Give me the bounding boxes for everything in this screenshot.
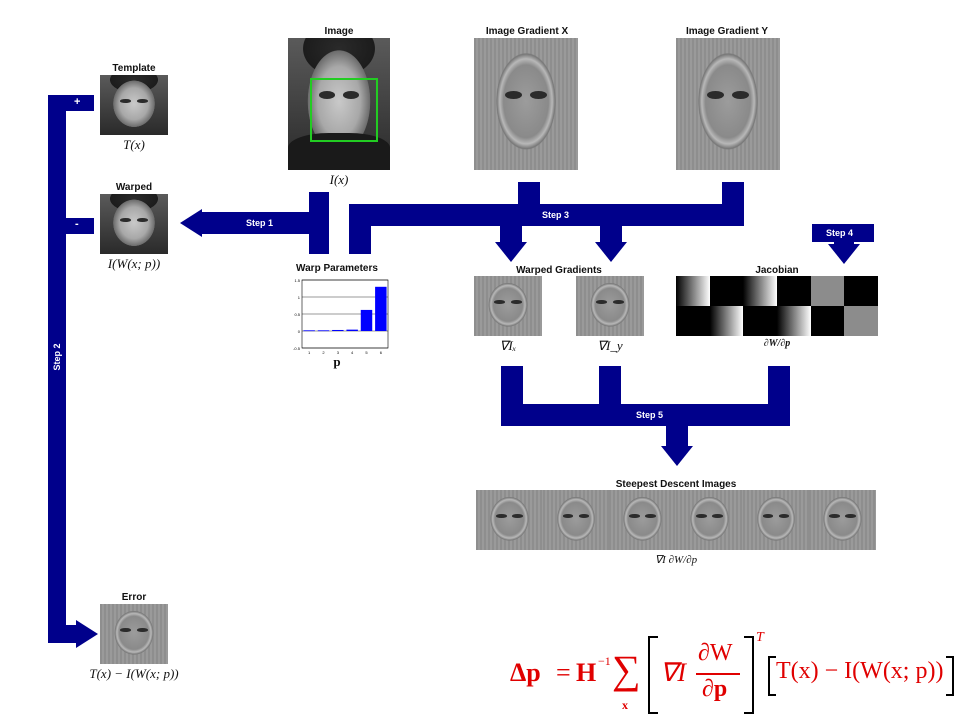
jacobian-image bbox=[676, 276, 878, 336]
error-image bbox=[100, 604, 168, 664]
template-image bbox=[100, 75, 168, 135]
step1-label: Step 1 bbox=[246, 218, 274, 228]
template-title: Template bbox=[112, 63, 156, 74]
chart-ytick-label: 0 bbox=[298, 329, 301, 334]
formula-grad: ∇I bbox=[660, 658, 687, 687]
warped-label: I(W(x; p)) bbox=[107, 256, 161, 271]
step2-bottom-bar bbox=[48, 625, 78, 643]
warped-gradient-y-image bbox=[576, 276, 644, 336]
steepest-image bbox=[609, 490, 677, 550]
chart-bar bbox=[332, 329, 344, 331]
step3-horizontal-bar bbox=[349, 204, 744, 226]
template-label: T(x) bbox=[123, 137, 145, 152]
formula-bracket-open bbox=[648, 636, 658, 714]
formula-dp: ∂p bbox=[702, 676, 728, 702]
warped-gradient-x-image bbox=[474, 276, 542, 336]
gradient-x-image bbox=[474, 38, 578, 170]
step1-arrow-head bbox=[180, 209, 202, 237]
formula-eq: = bbox=[556, 658, 571, 687]
chart-xtick-label: 4 bbox=[351, 350, 354, 355]
warp-params-title: Warp Parameters bbox=[296, 263, 378, 274]
chart-xtick-label: 3 bbox=[337, 350, 340, 355]
chart-bar bbox=[360, 309, 373, 331]
warped-gradients-title: Warped Gradients bbox=[516, 265, 602, 276]
formula-bracket-close bbox=[744, 636, 754, 714]
formula-sum: ∑ bbox=[612, 647, 641, 692]
image-label: I(x) bbox=[329, 172, 349, 187]
step3-grady-up-bar bbox=[722, 182, 744, 206]
suit-shape bbox=[288, 133, 390, 170]
gradient-y-title: Image Gradient Y bbox=[685, 26, 769, 37]
formula-bracket2-open bbox=[768, 656, 776, 696]
minus-sign: - bbox=[75, 218, 79, 230]
step5-stem bbox=[666, 424, 688, 446]
chart-bar bbox=[317, 330, 330, 332]
warp-params-label: p bbox=[333, 354, 341, 369]
step3-drop-right bbox=[600, 224, 622, 246]
error-title: Error bbox=[121, 592, 147, 603]
steepest-images bbox=[476, 490, 877, 550]
steepest-label: ∇I ∂W/∂p bbox=[654, 554, 698, 566]
chart-bar bbox=[346, 329, 358, 331]
step5-label: Step 5 bbox=[636, 410, 664, 420]
step2-label: Step 2 bbox=[52, 343, 62, 371]
formula-lhs: Δp bbox=[510, 658, 541, 687]
step3-label: Step 3 bbox=[542, 210, 570, 220]
steepest-title: Steepest Descent Images bbox=[615, 479, 737, 490]
step5-horizontal-bar bbox=[501, 404, 790, 426]
step3-arrow-left bbox=[495, 242, 527, 262]
step5-arrow bbox=[661, 446, 693, 466]
step2-top-bar bbox=[48, 95, 94, 111]
steepest-image bbox=[742, 490, 810, 550]
steepest-image bbox=[676, 490, 743, 550]
formula-hinv: H bbox=[576, 658, 597, 687]
chart-bar bbox=[375, 286, 387, 331]
gradient-x-title: Image Gradient X bbox=[485, 26, 569, 37]
formula-rest: T(x) − I(W(x; p)) bbox=[776, 658, 944, 684]
warped-title: Warped bbox=[115, 182, 153, 193]
step3-drop-left bbox=[500, 224, 522, 246]
chart-ytick-label: 0.5 bbox=[294, 312, 300, 317]
chart-ytick-label: 1.5 bbox=[294, 278, 300, 283]
warped-gradient-y-label: ∇I_y bbox=[597, 338, 623, 353]
formula-sup: −1 bbox=[598, 654, 611, 668]
plus-sign: + bbox=[74, 96, 81, 108]
image-title: Image bbox=[324, 26, 354, 37]
warped-gradient-x-label: ∇Iₓ bbox=[499, 338, 517, 353]
steepest-image bbox=[542, 490, 610, 550]
step4-arrow bbox=[828, 244, 860, 264]
formula-dw: ∂W bbox=[698, 640, 733, 666]
step2-arrow-head bbox=[76, 620, 98, 648]
chart-xtick-label: 1 bbox=[308, 350, 311, 355]
formula-frac-line bbox=[696, 673, 740, 675]
chart-xtick-label: 2 bbox=[322, 350, 325, 355]
step4-stem bbox=[834, 240, 854, 246]
warped-image bbox=[100, 194, 168, 254]
chart-ytick-label: -0.5 bbox=[293, 346, 301, 351]
chart-bar bbox=[303, 330, 315, 332]
image-photo bbox=[288, 38, 390, 170]
warp-params-chart: -0.5 0 0.5 1 1.5 1 2 3 4 5 6 bbox=[293, 278, 389, 355]
chart-ytick-label: 1 bbox=[298, 295, 301, 300]
gradient-y-image bbox=[676, 38, 780, 170]
steepest-image bbox=[476, 490, 543, 550]
chart-xtick-label: 5 bbox=[365, 350, 368, 355]
jacobian-title: Jacobian bbox=[755, 265, 799, 276]
step2-mid-bar bbox=[48, 218, 94, 234]
face-box bbox=[310, 78, 378, 142]
step1-horizontal-bar bbox=[200, 212, 329, 234]
step3-gradx-up-bar bbox=[518, 182, 540, 206]
error-label: T(x) − I(W(x; p)) bbox=[89, 666, 179, 681]
formula-transpose: T bbox=[756, 630, 764, 645]
step3-arrow-right bbox=[595, 242, 627, 262]
jacobian-label: ∂W/∂p bbox=[763, 338, 791, 349]
update-formula: Δp = H −1 ∑ x ∇I ∂W ∂p T T(x) − I(W(x; p… bbox=[510, 630, 955, 715]
steepest-image bbox=[809, 490, 877, 550]
step4-label: Step 4 bbox=[826, 228, 854, 238]
formula-sub: x bbox=[622, 698, 628, 712]
formula-bracket2-close bbox=[946, 656, 954, 696]
step4-box bbox=[812, 224, 874, 242]
chart-xtick-label: 6 bbox=[380, 350, 383, 355]
